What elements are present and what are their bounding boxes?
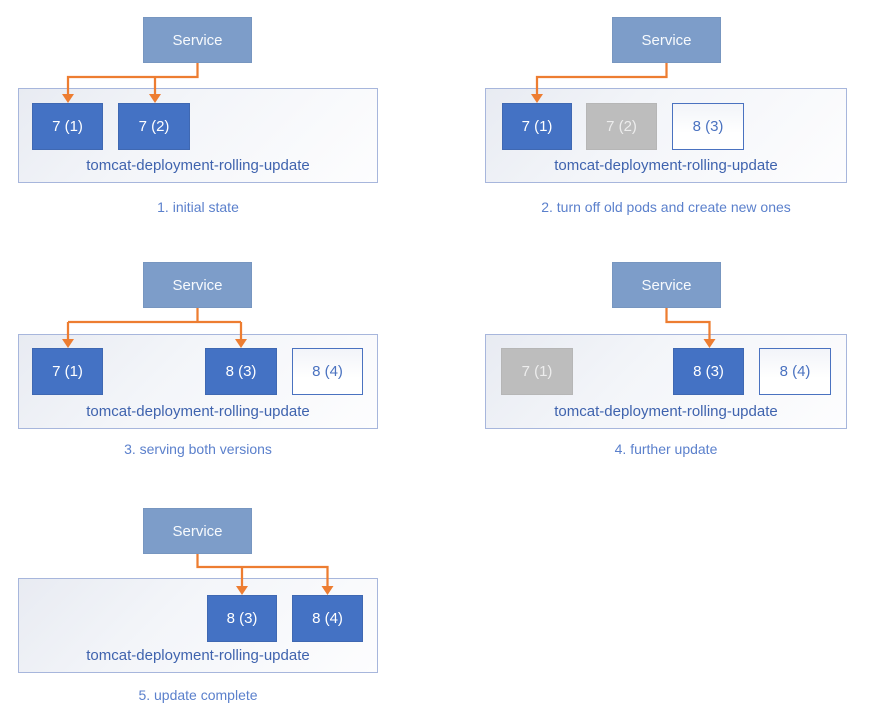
service-box-p4: Service	[612, 262, 721, 308]
caption-p3: 3. serving both versions	[124, 441, 272, 457]
service-box-p3: Service	[143, 262, 252, 308]
pod-7-1-p1: 7 (1)	[32, 103, 103, 150]
pod-label: 7 (1)	[521, 118, 553, 135]
deployment-label-p3: tomcat-deployment-rolling-update	[86, 403, 310, 420]
service-label-p5: Service	[172, 522, 223, 540]
pod-7-1-p4: 7 (1)	[501, 348, 573, 395]
pod-8-4-p5: 8 (4)	[292, 595, 363, 642]
pod-label: 7 (2)	[606, 118, 637, 135]
pod-8-4-p4: 8 (4)	[759, 348, 831, 395]
caption-p4: 4. further update	[614, 441, 718, 457]
pod-7-2-p1: 7 (2)	[118, 103, 190, 150]
pod-label: 8 (4)	[312, 363, 343, 380]
deployment-box-p4: 7 (1) 8 (3) 8 (4) tomcat-deployment-roll…	[485, 334, 847, 429]
pod-label: 7 (1)	[521, 363, 553, 380]
deployment-label-p2: tomcat-deployment-rolling-update	[554, 157, 778, 174]
service-label-p4: Service	[641, 276, 692, 294]
deployment-label-p4: tomcat-deployment-rolling-update	[554, 403, 778, 420]
service-box-p1: Service	[143, 17, 252, 63]
deployment-label-p1: tomcat-deployment-rolling-update	[86, 157, 310, 174]
pod-label: 8 (4)	[779, 363, 811, 380]
deployment-box-p1: 7 (1) 7 (2) tomcat-deployment-rolling-up…	[18, 88, 378, 183]
deployment-box-p5: 8 (3) 8 (4) tomcat-deployment-rolling-up…	[18, 578, 378, 673]
service-label-p2: Service	[641, 31, 692, 49]
pod-8-3-p5: 8 (3)	[207, 595, 277, 642]
service-label-p1: Service	[172, 31, 223, 49]
pod-8-3-p3: 8 (3)	[205, 348, 277, 395]
pod-label: 8 (3)	[226, 610, 258, 627]
pod-8-3-p2: 8 (3)	[672, 103, 744, 150]
pod-7-1-p3: 7 (1)	[32, 348, 103, 395]
service-box-p5: Service	[143, 508, 252, 554]
service-label-p3: Service	[172, 276, 223, 294]
deployment-box-p3: 7 (1) 8 (3) 8 (4) tomcat-deployment-roll…	[18, 334, 378, 429]
deployment-box-p2: 7 (1) 7 (2) 8 (3) tomcat-deployment-roll…	[485, 88, 847, 183]
pod-label: 8 (3)	[693, 363, 724, 380]
pod-label: 8 (4)	[312, 610, 343, 627]
pod-8-4-p3: 8 (4)	[292, 348, 363, 395]
caption-p1: 1. initial state	[157, 199, 239, 215]
service-box-p2: Service	[612, 17, 721, 63]
caption-p2: 2. turn off old pods and create new ones	[541, 199, 791, 215]
pod-label: 7 (1)	[52, 118, 83, 135]
pod-label: 7 (2)	[138, 118, 170, 135]
deployment-label-p5: tomcat-deployment-rolling-update	[86, 647, 310, 664]
pod-7-2-p2: 7 (2)	[586, 103, 657, 150]
pod-7-1-p2: 7 (1)	[502, 103, 572, 150]
pod-8-3-p4: 8 (3)	[673, 348, 744, 395]
pod-label: 7 (1)	[52, 363, 83, 380]
pod-label: 8 (3)	[225, 363, 257, 380]
pod-label: 8 (3)	[692, 118, 724, 135]
caption-p5: 5. update complete	[138, 687, 258, 703]
